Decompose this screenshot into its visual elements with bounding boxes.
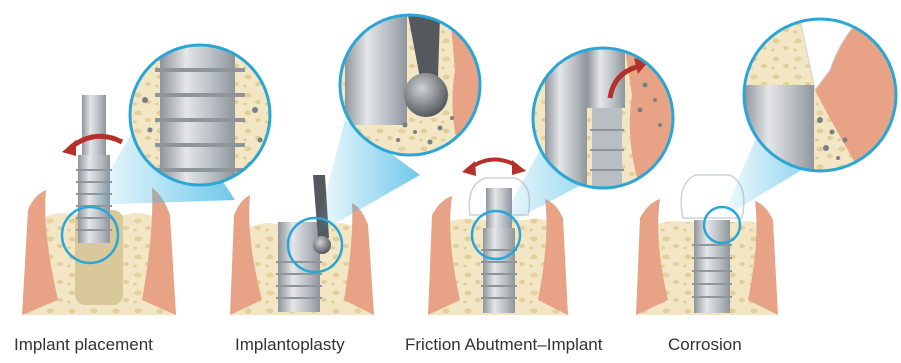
zoom-magnified-view	[340, 15, 480, 155]
caption-implant-placement: Implant placement	[14, 335, 153, 355]
panel-corrosion	[636, 19, 896, 315]
double-arrow-icon	[462, 159, 526, 176]
zoom-magnified-view	[533, 48, 673, 188]
insertion-driver	[82, 95, 106, 157]
implant-body	[481, 228, 517, 313]
zoom-magnified-view	[744, 19, 896, 171]
caption-corrosion: Corrosion	[668, 335, 742, 355]
caption-friction: Friction Abutment–Implant	[405, 335, 602, 355]
implant-body	[692, 220, 732, 313]
zoom-magnified-view	[130, 45, 270, 185]
caption-implantoplasty: Implantoplasty	[235, 335, 345, 355]
